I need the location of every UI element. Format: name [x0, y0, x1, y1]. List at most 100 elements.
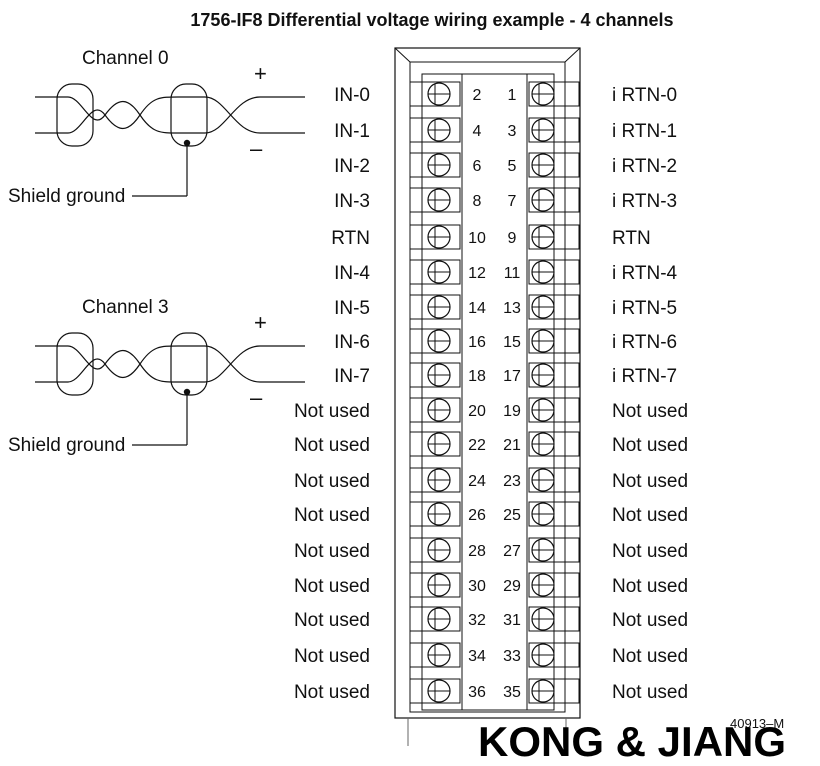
left-terminal-label: IN-4 — [334, 263, 370, 284]
right-pin-number: 35 — [503, 684, 521, 701]
channel-label: Channel 3 — [82, 297, 169, 318]
left-terminal-tab — [409, 328, 461, 354]
right-screw-icon — [531, 295, 555, 319]
left-terminal-label: IN-7 — [334, 366, 370, 387]
cable-shield-left — [56, 332, 94, 396]
left-terminal-tab — [409, 81, 461, 107]
left-screw-icon — [427, 679, 451, 703]
right-terminal-label: Not used — [612, 435, 688, 456]
right-terminal-label: Not used — [612, 401, 688, 422]
right-screw-icon — [531, 468, 555, 492]
left-terminal-label: IN-3 — [334, 191, 370, 212]
diagram-title: 1756-IF8 Differential voltage wiring exa… — [190, 10, 673, 30]
left-terminal-label: Not used — [294, 505, 370, 526]
right-pin-number: 27 — [503, 543, 521, 560]
terminal-row: Not used 34 33 Not used — [294, 642, 688, 668]
left-terminal-label: IN-2 — [334, 156, 370, 177]
left-terminal-label: Not used — [294, 435, 370, 456]
left-screw-icon — [427, 329, 451, 353]
left-screw-icon — [427, 398, 451, 422]
left-terminal-tab — [409, 537, 461, 563]
left-terminal-tab — [409, 294, 461, 320]
right-pin-number: 21 — [503, 437, 521, 454]
right-terminal-tab — [528, 678, 580, 704]
terminal-block-housing — [394, 47, 581, 746]
cable-shield-right — [170, 332, 208, 396]
left-terminal-tab — [409, 431, 461, 457]
left-terminal-label: IN-0 — [334, 85, 370, 106]
left-terminal-label: IN-6 — [334, 332, 370, 353]
cable-shield-right — [170, 83, 208, 147]
right-screw-icon — [531, 153, 555, 177]
right-pin-number: 17 — [503, 368, 521, 385]
right-pin-number: 1 — [508, 87, 517, 104]
right-pin-number: 3 — [508, 123, 517, 140]
left-screw-icon — [427, 643, 451, 667]
right-terminal-label: Not used — [612, 682, 688, 703]
left-terminal-label: Not used — [294, 401, 370, 422]
left-pin-number: 20 — [468, 403, 486, 420]
right-terminal-label: RTN — [612, 228, 651, 249]
channel-cable: Channel 3+–Shield ground — [8, 297, 305, 456]
right-pin-number: 29 — [503, 578, 521, 595]
left-pin-number: 34 — [468, 648, 486, 665]
left-screw-icon — [427, 468, 451, 492]
left-screw-icon — [427, 153, 451, 177]
right-terminal-tab — [528, 397, 580, 423]
right-terminal-tab — [528, 606, 580, 632]
right-screw-icon — [531, 82, 555, 106]
right-screw-icon — [531, 118, 555, 142]
left-pin-number: 22 — [468, 437, 486, 454]
left-terminal-label: IN-1 — [334, 121, 370, 142]
brand-watermark: KONG & JIANG — [478, 718, 786, 765]
left-terminal-tab — [409, 362, 461, 388]
plus-sign: + — [254, 61, 267, 86]
left-terminal-label: Not used — [294, 541, 370, 562]
shield-ground-label: Shield ground — [8, 186, 125, 207]
right-terminal-label: Not used — [612, 576, 688, 597]
right-terminal-tab — [528, 81, 580, 107]
minus-sign: – — [250, 136, 263, 161]
left-terminal-label: Not used — [294, 576, 370, 597]
right-terminal-label: Not used — [612, 541, 688, 562]
right-terminal-tab — [528, 572, 580, 598]
channel-label: Channel 0 — [82, 48, 169, 69]
right-screw-icon — [531, 643, 555, 667]
left-screw-icon — [427, 188, 451, 212]
left-terminal-tab — [409, 187, 461, 213]
right-screw-icon — [531, 329, 555, 353]
right-terminal-label: Not used — [612, 610, 688, 631]
right-terminal-label: Not used — [612, 505, 688, 526]
right-pin-number: 33 — [503, 648, 521, 665]
left-screw-icon — [427, 607, 451, 631]
right-pin-number: 25 — [503, 507, 521, 524]
left-screw-icon — [427, 363, 451, 387]
left-pin-number: 12 — [468, 265, 486, 282]
left-pin-number: 16 — [468, 334, 486, 351]
left-pin-number: 10 — [468, 230, 486, 247]
left-pin-number: 4 — [473, 123, 482, 140]
right-screw-icon — [531, 225, 555, 249]
left-terminal-tab — [409, 642, 461, 668]
left-terminal-label: Not used — [294, 646, 370, 667]
right-screw-icon — [531, 573, 555, 597]
right-terminal-label: i RTN-4 — [612, 263, 678, 284]
right-terminal-label: Not used — [612, 646, 688, 667]
left-pin-number: 6 — [473, 158, 482, 175]
right-terminal-label: i RTN-2 — [612, 156, 677, 177]
right-terminal-label: i RTN-3 — [612, 191, 677, 212]
left-terminal-tab — [409, 397, 461, 423]
left-screw-icon — [427, 538, 451, 562]
